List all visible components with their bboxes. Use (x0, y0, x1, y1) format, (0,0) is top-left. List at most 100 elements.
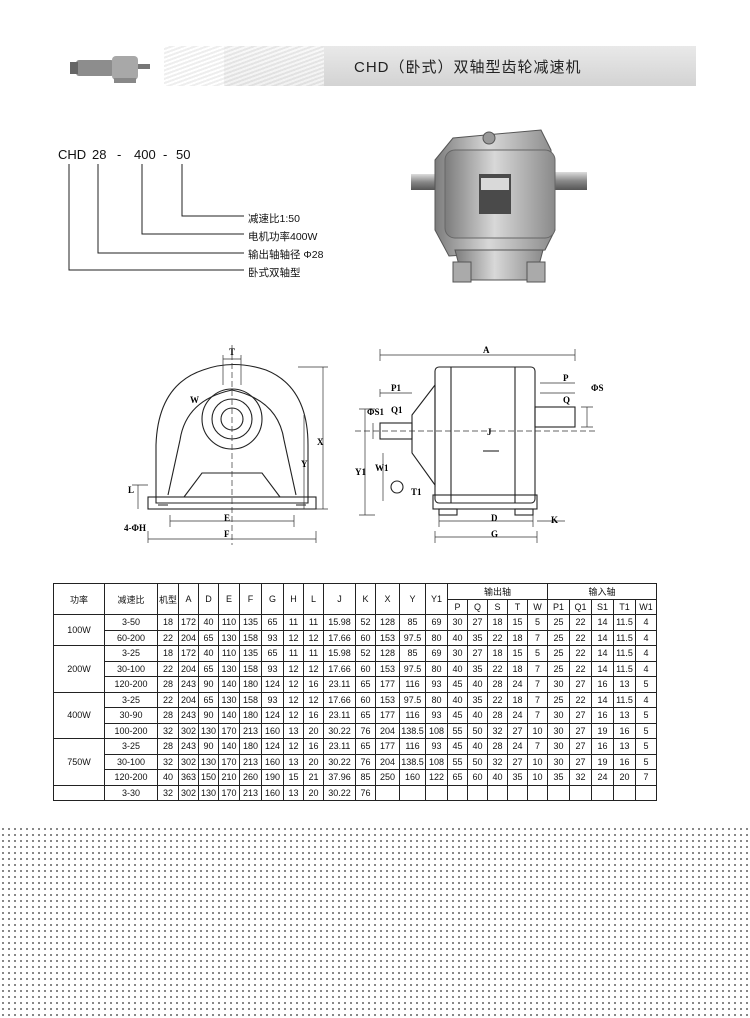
table-cell: 140 (218, 738, 240, 755)
col-header-power: 功率 (53, 583, 105, 615)
table-cell: 110 (218, 614, 240, 631)
table-cell: 11 (283, 645, 304, 662)
table-subheader-row: P Q S T W P1 Q1 S1 T1 W1 (54, 598, 657, 615)
table-cell: 7 (527, 660, 548, 677)
table-cell: 3-50 (104, 614, 158, 631)
table-cell: 22 (487, 660, 508, 677)
legend-power: 电机功率400W (248, 231, 318, 243)
table-cell: 150 (198, 769, 219, 786)
header-decoration (164, 46, 324, 86)
dim-label-j: J (487, 427, 492, 437)
table-cell: 30.22 (323, 753, 356, 770)
table-cell (569, 784, 592, 801)
table-cell: 35 (467, 660, 488, 677)
model-code-leader-lines (68, 164, 244, 271)
table-cell: 177 (375, 738, 400, 755)
product-photo-gear-reducer (411, 129, 587, 283)
table-cell: 93 (425, 738, 448, 755)
table-cell: 30-100 (104, 660, 158, 677)
col-header-s: S (487, 598, 508, 615)
table-cell: 130 (218, 691, 240, 708)
table-cell (375, 784, 400, 801)
table-cell: 210 (218, 769, 240, 786)
table-cell: 5 (635, 676, 657, 693)
table-cell: 97.5 (399, 691, 426, 708)
table-cell: 204 (375, 722, 400, 739)
table-cell: 40 (447, 691, 468, 708)
table-cell: 45 (447, 707, 468, 724)
table-cell: 10 (527, 769, 548, 786)
table-cell: 27 (569, 753, 592, 770)
table-cell: 40 (157, 769, 179, 786)
table-cell: 4 (635, 660, 657, 677)
table-cell: 130 (198, 753, 219, 770)
header-banner: CHD（卧式）双轴型齿轮减速机 (54, 46, 696, 86)
table-cell: 135 (239, 645, 262, 662)
table-cell: 120-200 (104, 769, 158, 786)
table-cell: 13 (283, 753, 304, 770)
col-header-input-shaft: 输入轴 (547, 583, 657, 600)
table-cell: 40 (487, 769, 508, 786)
col-header-q: Q (467, 598, 488, 615)
table-cell: 12 (303, 660, 324, 677)
table-cell: 108 (425, 722, 448, 739)
col-header-q1: Q1 (569, 598, 592, 615)
col-header-s1: S1 (591, 598, 614, 615)
table-cell: 16 (591, 707, 614, 724)
table-cell: 14 (591, 629, 614, 646)
table-cell: 14 (591, 660, 614, 677)
table-cell: 18 (157, 645, 179, 662)
table-cell: 213 (239, 753, 262, 770)
table-cell: 28 (487, 738, 508, 755)
table-cell: 65 (198, 660, 219, 677)
dim-label-y: Y (301, 459, 308, 469)
table-cell: 14 (591, 691, 614, 708)
table-cell: 10 (527, 753, 548, 770)
table-cell: 27 (569, 707, 592, 724)
col-header-frame: 机型 (157, 583, 179, 615)
table-cell: 18 (487, 614, 508, 631)
table-cell: 90 (198, 738, 219, 755)
table-cell (527, 784, 548, 801)
table-cell: 20 (303, 784, 324, 801)
power-cell: 100W (53, 614, 105, 646)
table-cell: 35 (467, 629, 488, 646)
table-cell: 69 (425, 645, 448, 662)
table-cell: 27 (507, 753, 528, 770)
table-cell: 30.22 (323, 784, 356, 801)
table-cell: 12 (283, 660, 304, 677)
legend-shaft: 输出轴轴径 Φ28 (248, 249, 324, 261)
table-cell: 5 (635, 722, 657, 739)
table-cell: 27 (507, 722, 528, 739)
table-cell: 180 (239, 738, 262, 755)
table-cell (399, 784, 426, 801)
col-header-y1: Y1 (425, 583, 448, 615)
table-cell: 16 (613, 753, 636, 770)
table-cell: 180 (239, 676, 262, 693)
power-cell: 750W (53, 738, 105, 786)
table-cell: 30.22 (323, 722, 356, 739)
dim-label-w1: W1 (375, 463, 389, 473)
table-cell: 27 (569, 676, 592, 693)
table-cell: 16 (613, 722, 636, 739)
power-cell (53, 784, 105, 801)
table-cell: 128 (375, 614, 400, 631)
table-cell: 250 (375, 769, 400, 786)
table-cell: 15 (507, 645, 528, 662)
power-cell: 200W (53, 645, 105, 693)
page-title: CHD（卧式）双轴型齿轮减速机 (354, 59, 582, 76)
col-header-k: K (355, 583, 376, 615)
table-cell: 65 (198, 629, 219, 646)
table-cell: 122 (425, 769, 448, 786)
table-cell: 7 (527, 691, 548, 708)
table-cell: 138.5 (399, 753, 426, 770)
table-cell: 35 (467, 691, 488, 708)
table-cell: 11.5 (613, 645, 636, 662)
table-cell: 18 (487, 645, 508, 662)
